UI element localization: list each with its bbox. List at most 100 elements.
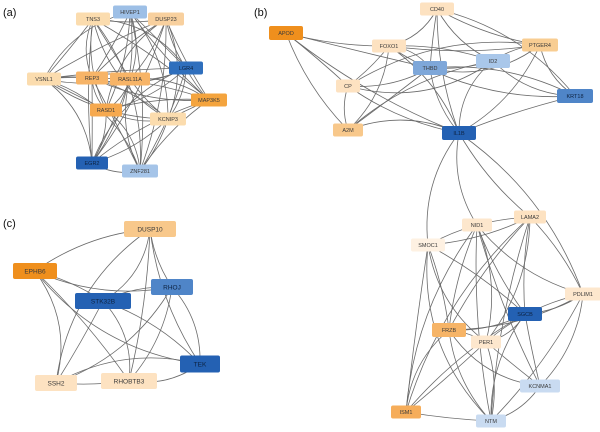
node-krt18[interactable]: KRT18 bbox=[557, 89, 593, 103]
node-rhobtb3[interactable]: RHOBTB3 bbox=[101, 373, 157, 389]
node-kcnip3[interactable]: KCNIP3 bbox=[150, 112, 186, 126]
edge-nid1-sgcb bbox=[476, 224, 526, 315]
node-box[interactable] bbox=[13, 263, 57, 279]
edge-smoc1-frzb bbox=[427, 244, 450, 331]
edge-ptger4-cp bbox=[347, 41, 541, 87]
node-vsnl1[interactable]: VSNL1 bbox=[27, 72, 61, 86]
node-hivep1[interactable]: HIVEP1 bbox=[113, 5, 147, 19]
node-box[interactable] bbox=[336, 79, 360, 93]
node-box[interactable] bbox=[432, 323, 466, 337]
node-label: RHOBTB3 bbox=[114, 378, 145, 385]
node-box[interactable] bbox=[522, 38, 558, 52]
node-box[interactable] bbox=[476, 54, 510, 68]
node-box[interactable] bbox=[413, 61, 447, 75]
node-dusp23[interactable]: DUSP23 bbox=[148, 12, 184, 26]
node-label: KRT18 bbox=[566, 94, 583, 100]
node-box[interactable] bbox=[557, 89, 593, 103]
node-reps[interactable]: REP3 bbox=[76, 71, 108, 85]
node-tns3[interactable]: TNS3 bbox=[76, 12, 110, 26]
node-box[interactable] bbox=[35, 375, 77, 391]
node-box[interactable] bbox=[442, 126, 476, 140]
node-lgr4[interactable]: LGR4 bbox=[169, 61, 203, 75]
node-smoc1[interactable]: SMOC1 bbox=[411, 238, 445, 252]
edge-lama2-frzb bbox=[448, 216, 531, 331]
node-rhoj[interactable]: RHOJ bbox=[151, 279, 193, 295]
node-box[interactable] bbox=[151, 279, 193, 295]
edge-smoc1-ntm bbox=[426, 244, 492, 422]
edge-frzb-ntm bbox=[448, 329, 492, 422]
node-ephb6[interactable]: EPHB6 bbox=[13, 263, 57, 279]
node-label: NTM bbox=[485, 419, 497, 425]
edge-hivep1-znf281 bbox=[129, 11, 144, 172]
node-per1[interactable]: PER1 bbox=[471, 335, 501, 349]
node-box[interactable] bbox=[462, 218, 492, 232]
node-label: CP bbox=[344, 84, 352, 90]
node-box[interactable] bbox=[333, 123, 363, 137]
node-id2[interactable]: ID2 bbox=[476, 54, 510, 68]
node-box[interactable] bbox=[90, 103, 122, 117]
node-box[interactable] bbox=[110, 72, 150, 86]
edge-rasl11a-znf281 bbox=[124, 78, 141, 172]
node-rasd1[interactable]: RASD1 bbox=[90, 103, 122, 117]
node-ntm[interactable]: NTM bbox=[476, 414, 506, 428]
node-box[interactable] bbox=[520, 379, 560, 393]
edge-dusp10-rhobtb3 bbox=[128, 228, 151, 382]
node-thbd[interactable]: THBD bbox=[413, 61, 447, 75]
edge-rhoj-tek bbox=[171, 286, 201, 365]
node-label: RHOJ bbox=[163, 284, 181, 291]
node-label: PTGER4 bbox=[529, 43, 551, 49]
node-cd40[interactable]: CD40 bbox=[420, 2, 454, 16]
node-tek[interactable]: TEK bbox=[180, 355, 220, 373]
node-box[interactable] bbox=[76, 156, 108, 170]
node-box[interactable] bbox=[27, 72, 61, 86]
node-box[interactable] bbox=[148, 12, 184, 26]
node-ssh2[interactable]: SSH2 bbox=[35, 375, 77, 391]
node-stk32b[interactable]: STK32B bbox=[75, 293, 131, 309]
node-map3k5[interactable]: MAP3K5 bbox=[191, 93, 227, 107]
node-a2m[interactable]: A2M bbox=[333, 123, 363, 137]
node-box[interactable] bbox=[565, 287, 600, 301]
node-label: RASD1 bbox=[97, 108, 115, 114]
edge-stk32b-rhobtb3 bbox=[102, 300, 131, 382]
node-cp[interactable]: CP bbox=[336, 79, 360, 93]
node-box[interactable] bbox=[269, 26, 303, 40]
edge-hivep1-egr2 bbox=[91, 11, 133, 164]
node-box[interactable] bbox=[372, 39, 406, 53]
edge-layer bbox=[34, 8, 584, 422]
node-box[interactable] bbox=[150, 112, 186, 126]
node-box[interactable] bbox=[508, 307, 542, 321]
node-box[interactable] bbox=[476, 414, 506, 428]
node-nid1[interactable]: NID1 bbox=[462, 218, 492, 232]
node-box[interactable] bbox=[76, 12, 110, 26]
node-kcnma1[interactable]: KCNMA1 bbox=[520, 379, 560, 393]
node-box[interactable] bbox=[122, 164, 158, 178]
node-box[interactable] bbox=[391, 405, 421, 419]
node-sgcb[interactable]: SGCB bbox=[508, 307, 542, 321]
node-box[interactable] bbox=[420, 2, 454, 16]
node-box[interactable] bbox=[191, 93, 227, 107]
node-frzb[interactable]: FRZB bbox=[432, 323, 466, 337]
node-box[interactable] bbox=[514, 210, 546, 224]
node-egr2[interactable]: EGR2 bbox=[76, 156, 108, 170]
node-il1b[interactable]: IL1B bbox=[442, 126, 476, 140]
node-box[interactable] bbox=[75, 293, 131, 309]
node-box[interactable] bbox=[113, 5, 147, 19]
node-label: FRZB bbox=[442, 328, 457, 334]
node-ptger4[interactable]: PTGER4 bbox=[522, 38, 558, 52]
node-ism1[interactable]: ISM1 bbox=[391, 405, 421, 419]
node-apod[interactable]: APOD bbox=[269, 26, 303, 40]
node-box[interactable] bbox=[76, 71, 108, 85]
node-foxo1[interactable]: FOXO1 bbox=[372, 39, 406, 53]
node-dusp10[interactable]: DUSP10 bbox=[124, 221, 176, 237]
node-box[interactable] bbox=[124, 221, 176, 237]
node-box[interactable] bbox=[101, 373, 157, 389]
node-rasl11a[interactable]: RASL11A bbox=[110, 72, 150, 86]
node-box[interactable] bbox=[471, 335, 501, 349]
node-box[interactable] bbox=[169, 61, 203, 75]
node-pdlim1[interactable]: PDLIM1 bbox=[565, 287, 600, 301]
edge-dusp10-tek bbox=[149, 228, 201, 365]
node-box[interactable] bbox=[411, 238, 445, 252]
node-lama2[interactable]: LAMA2 bbox=[514, 210, 546, 224]
node-box[interactable] bbox=[180, 355, 220, 373]
node-znf281[interactable]: ZNF281 bbox=[122, 164, 158, 178]
